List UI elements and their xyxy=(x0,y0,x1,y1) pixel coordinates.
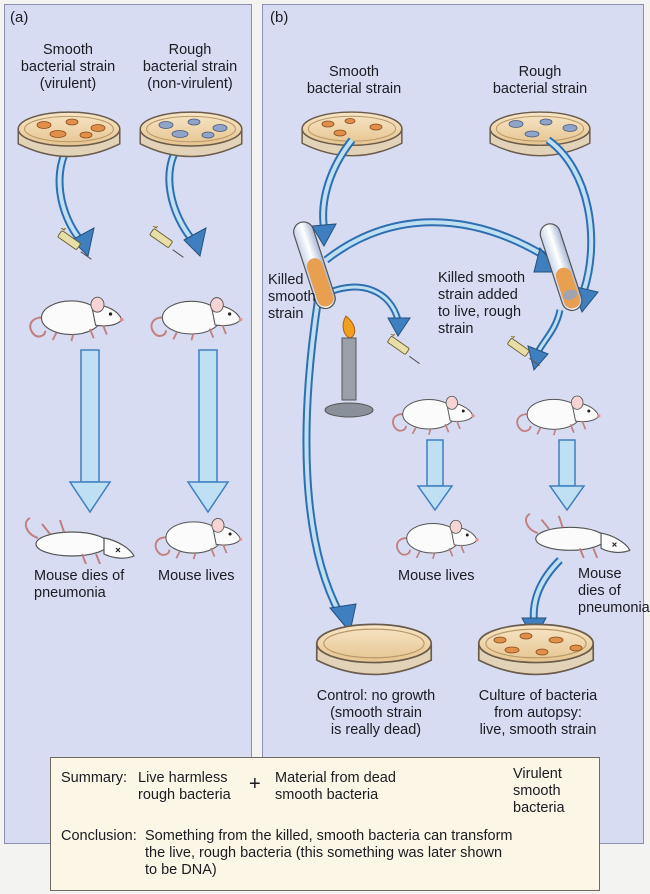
dead-mouse-a xyxy=(24,517,135,564)
dead-mouse-b xyxy=(525,512,631,558)
syringe-b-killed xyxy=(386,334,421,364)
arrow-a-rough-head xyxy=(183,227,207,258)
conclusion-prefix: Conclusion: xyxy=(61,828,137,844)
summary-plus: + xyxy=(249,773,261,795)
bunsen-burner xyxy=(324,315,374,418)
panel-a-rough-outcome: Mouse lives xyxy=(158,568,235,584)
dish-a-smooth xyxy=(17,111,121,158)
summary-prefix: Summary: xyxy=(61,770,128,786)
mouse-a-rough xyxy=(150,296,244,342)
arrow-b-killed-to-syringe xyxy=(328,283,402,322)
dish-a-rough xyxy=(139,111,243,158)
tube-killed xyxy=(293,221,336,310)
mouse-b-lives xyxy=(395,519,480,560)
dish-b-control xyxy=(315,623,433,676)
dish-b-smooth-colonies xyxy=(321,118,383,137)
tube-mixed xyxy=(539,223,583,312)
panel-b-label: (b) xyxy=(270,9,289,26)
dish-a-smooth-colonies xyxy=(36,118,106,139)
panel-a-label: (a) xyxy=(10,9,29,26)
conclusion-text: Something from the killed, smooth bacter… xyxy=(145,828,513,878)
dish-a-rough-colonies xyxy=(158,118,228,139)
dish-b-rough xyxy=(489,111,591,157)
arrow-a-smooth-down xyxy=(80,349,100,483)
arrow-a-rough-down xyxy=(198,349,218,483)
mouse-b-mixed xyxy=(516,395,602,436)
arrow-b-mixed-down xyxy=(558,439,576,487)
arrow-b-killed-down xyxy=(426,439,444,487)
dish-b-rough-colonies xyxy=(508,118,578,138)
mouse-b-killed xyxy=(391,395,476,436)
arrow-a-smooth-head xyxy=(71,227,95,258)
mouse-a-smooth xyxy=(29,296,125,342)
dish-b-culture-colonies xyxy=(493,632,583,656)
panel-b-killed-outcome: Mouse lives xyxy=(398,568,475,584)
mouse-a-lives xyxy=(154,517,244,560)
